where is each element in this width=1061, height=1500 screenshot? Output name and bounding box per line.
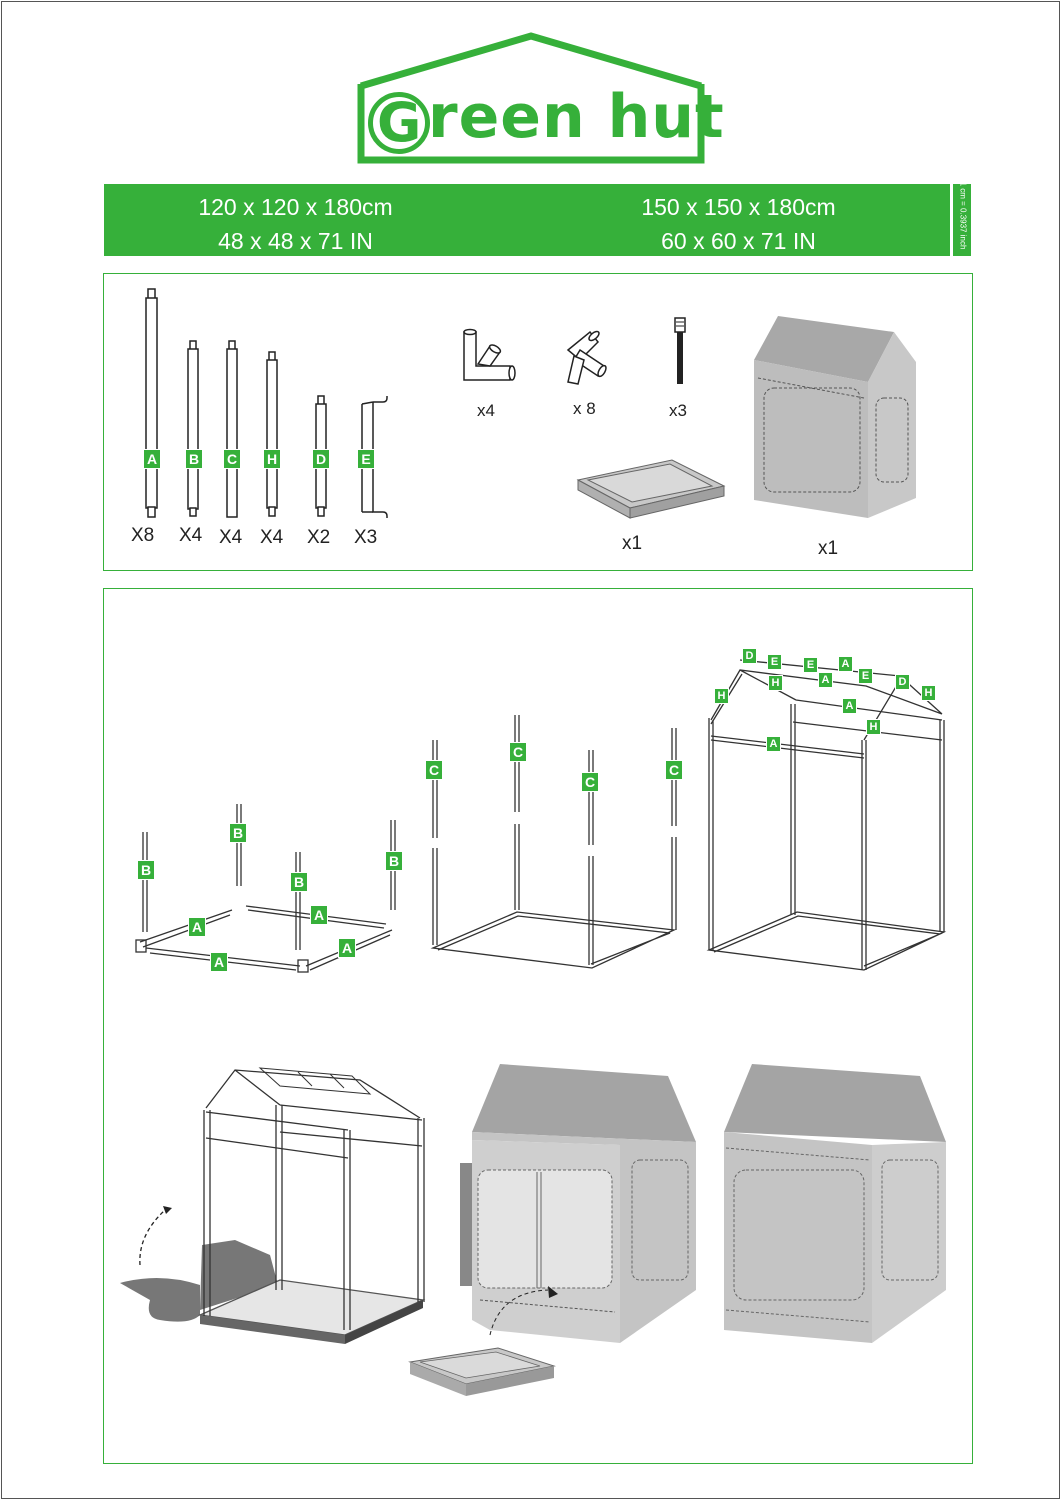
step3-label: E [803,657,818,673]
step1-label: B [229,823,247,843]
tent-cover-icon [754,316,916,518]
logo-g-circle: G [368,91,430,154]
step3-frame [706,659,947,971]
step2-frame [430,715,677,969]
qty-d: X2 [307,527,331,548]
step3-label: D [742,648,757,664]
step1-label: A [338,938,356,958]
step3-label: A [766,736,781,752]
step1-label: B [385,851,403,871]
qty-a: X8 [131,525,155,546]
step3-label: H [768,675,783,691]
step1-base-frame [135,804,396,973]
angle-connector-icon [566,330,607,385]
step2-label: C [581,772,599,792]
unit-conversion-note: 1 cm = 0.3937 inch [953,182,971,256]
size-large: 150 x 150 x 180cm 60 x 60 x 71 IN [527,190,950,258]
step4-frame-with-floor [120,1067,426,1344]
qty-c: X4 [219,527,243,548]
part-label-c: C [223,449,241,469]
step5-tent-open [408,1064,696,1396]
step3-label: H [714,688,729,704]
part-label-b: B [185,449,203,469]
size-small-metric: 120 x 120 x 180cm [198,194,393,220]
qty-angle-connector: x 8 [573,399,596,418]
step3-label: A [842,698,857,714]
size-large-imperial: 60 x 60 x 71 IN [661,228,816,254]
qty-tent: x1 [818,538,839,559]
pole-c [226,348,238,518]
size-small: 120 x 120 x 180cm 48 x 48 x 71 IN [84,190,507,258]
step3-label: A [838,656,853,672]
qty-strap: x3 [669,401,687,420]
step1-label: A [310,905,328,925]
qty-corner-connector: x4 [477,401,495,420]
size-banner: 120 x 120 x 180cm 48 x 48 x 71 IN 150 x … [104,184,950,256]
qty-b: X4 [179,525,203,546]
step1-label: B [137,860,155,880]
step3-label: H [866,719,881,735]
step3-label: E [858,668,873,684]
qty-h: X4 [260,527,284,548]
step1-label: B [290,872,308,892]
qty-e: X3 [354,527,378,548]
step2-label: C [509,742,527,762]
part-label-a: A [143,449,161,469]
step1-label: A [188,917,206,937]
step3-label: D [895,674,910,690]
step3-label: A [818,672,833,688]
step3-label: E [767,654,782,670]
step2-label: C [425,760,443,780]
part-label-e: E [357,449,375,469]
step6-tent-closed [724,1064,946,1343]
step1-label: A [210,952,228,972]
step2-label: C [665,760,683,780]
corner-connector-icon [463,328,516,381]
house-logo-icon [357,32,705,164]
parts-list-panel [103,273,973,571]
logo-initial: G [377,91,422,154]
assembly-steps-panel [103,588,973,1464]
part-label-d: D [312,449,330,469]
size-large-metric: 150 x 150 x 180cm [641,194,836,220]
logo-text: reen hut [428,82,725,152]
qty-tray: x1 [622,533,643,554]
step3-label: H [921,685,936,701]
part-label-h: H [263,449,281,469]
size-small-imperial: 48 x 48 x 71 IN [218,228,373,254]
strap-icon [674,317,686,384]
tray-icon [576,459,726,519]
